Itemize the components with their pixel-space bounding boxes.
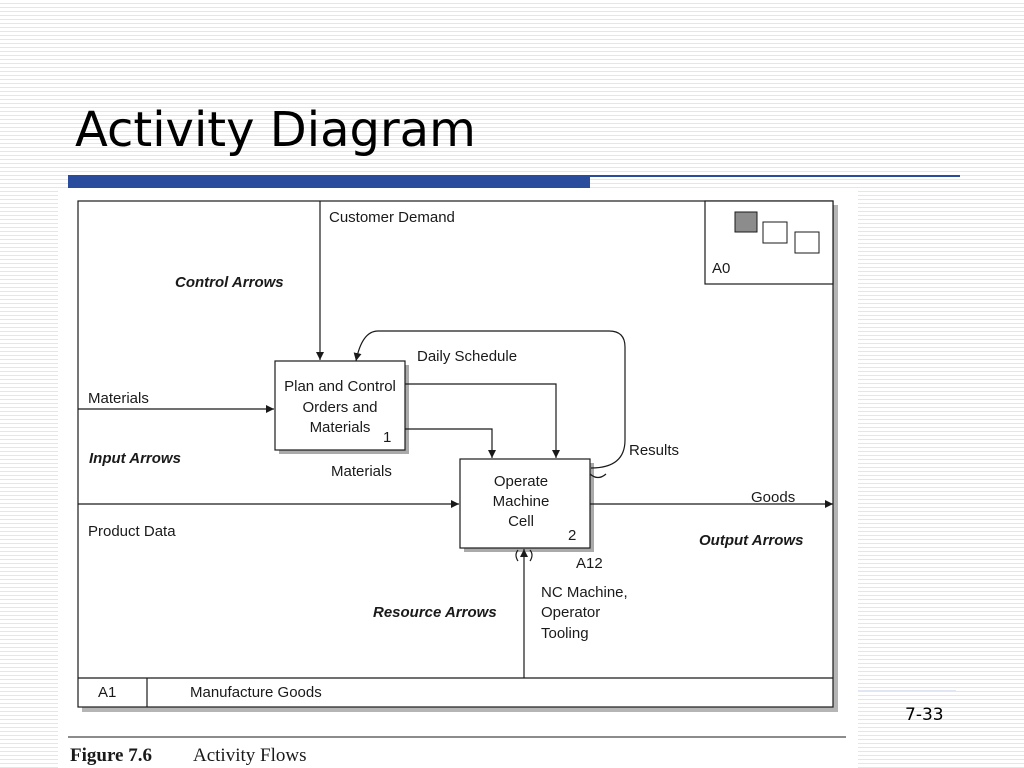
input-arrows-label: Input Arrows	[89, 450, 181, 467]
results-feedback-arrow	[353, 330, 626, 469]
title-underline-rule	[590, 175, 960, 177]
title-underline-bar	[68, 175, 590, 188]
mechanism-label-line2: Operator	[541, 604, 600, 621]
node-tree-label: A0	[712, 260, 730, 277]
mechanism-label-line1: NC Machine,	[541, 584, 628, 601]
activity-1-number: 1	[383, 429, 391, 446]
materials-input-label: Materials	[88, 390, 149, 407]
product-data-label: Product Data	[88, 523, 176, 540]
resource-arrows-label: Resource Arrows	[373, 604, 497, 621]
output-arrows-label: Output Arrows	[699, 532, 803, 549]
mechanism-label-line3: Tooling	[541, 625, 589, 642]
customer-demand-label: Customer Demand	[329, 209, 455, 226]
footer-rule	[858, 690, 956, 692]
activity-1-line2: Orders and	[302, 399, 377, 416]
node-tree-square	[762, 221, 788, 244]
results-tunnel-mark	[589, 473, 607, 479]
activity-1-line3: Materials	[310, 419, 371, 436]
mechanism-tunnel-right	[529, 549, 533, 562]
slide-title: Activity Diagram	[75, 102, 476, 158]
mechanism-tunnel-left	[515, 549, 519, 562]
activity-box-1	[274, 360, 406, 451]
figure-number: Figure 7.6	[70, 745, 152, 766]
daily-schedule-label: Daily Schedule	[417, 348, 517, 365]
activity-2-line3: Cell	[508, 513, 534, 530]
diagram-frame	[77, 200, 834, 708]
node-tree-square	[794, 231, 820, 254]
schedule-to-activity-2-arrow	[405, 383, 560, 458]
materials-internal-label: Materials	[331, 463, 392, 480]
figure-caption: Activity Flows	[193, 745, 306, 766]
activity-2-number: 2	[568, 527, 576, 544]
materials-to-activity-2-arrow	[405, 428, 496, 458]
activity-2-detail-ref: A12	[576, 555, 603, 572]
node-tree-filled-square	[734, 211, 758, 233]
activity-1-line1: Plan and Control	[284, 378, 396, 395]
results-label: Results	[629, 442, 679, 459]
goods-label: Goods	[751, 489, 795, 506]
page-number: 7-33	[905, 705, 944, 725]
activity-2-line2: Machine	[493, 493, 550, 510]
control-arrows-label: Control Arrows	[175, 274, 284, 291]
activity-box-2	[459, 458, 591, 549]
footer-title: Manufacture Goods	[190, 684, 322, 701]
footer-node-label: A1	[98, 684, 116, 701]
activity-2-line1: Operate	[494, 473, 548, 490]
